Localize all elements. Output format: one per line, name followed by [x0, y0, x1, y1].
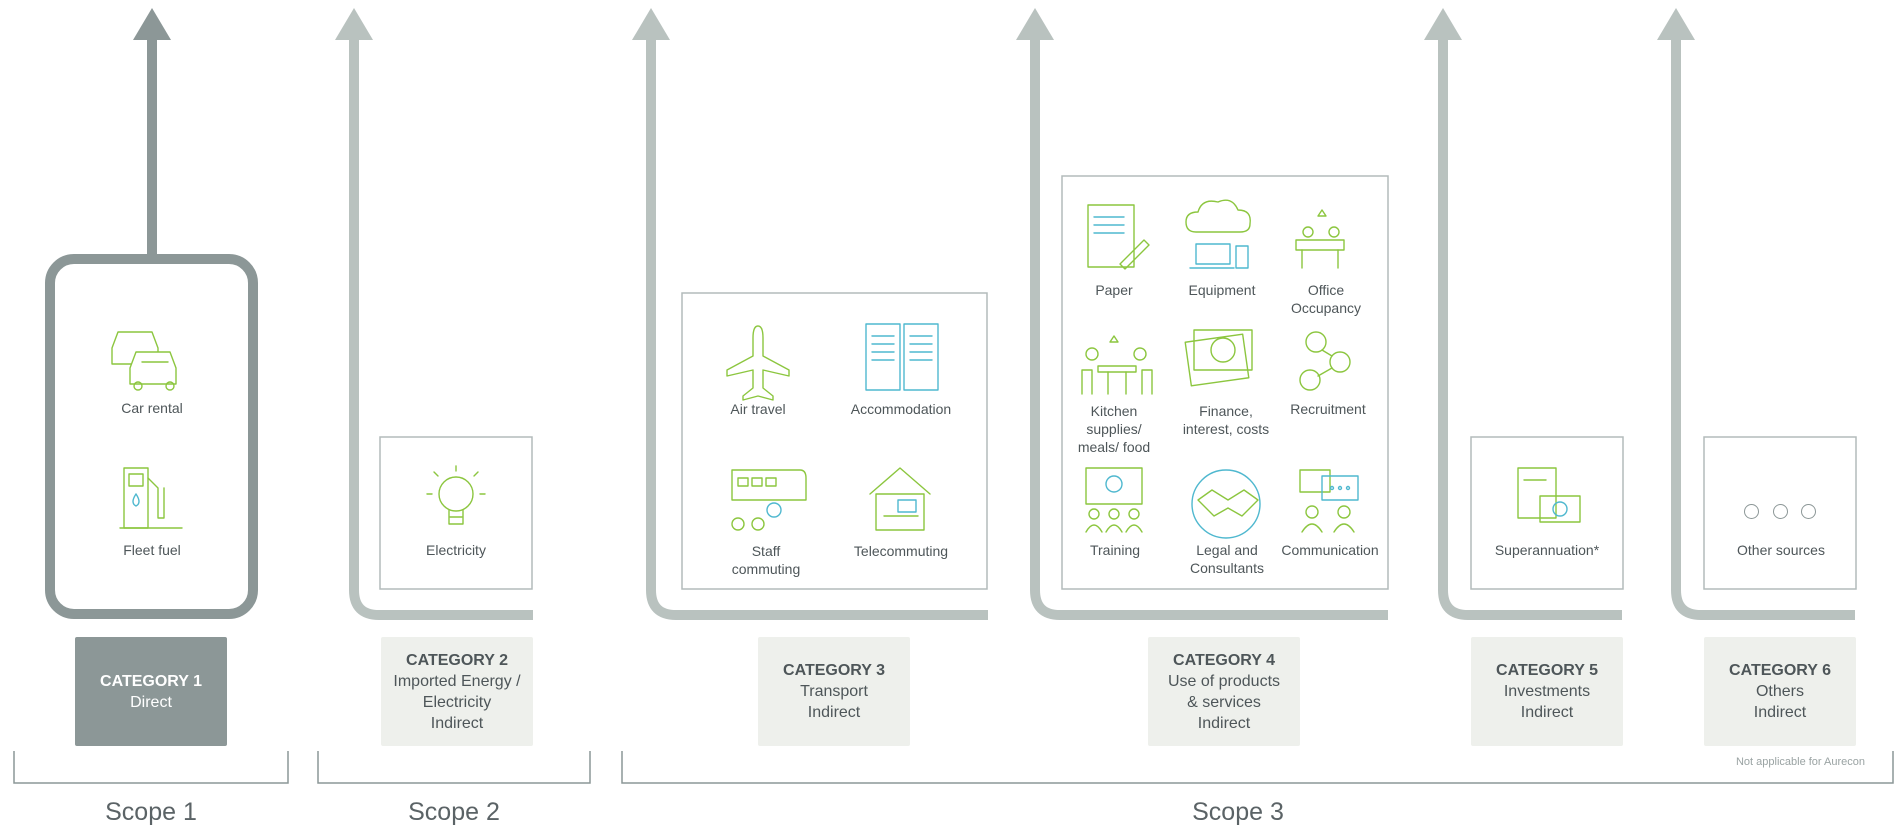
category-3-box — [681, 292, 988, 590]
category-1-title: CATEGORY 1 — [100, 672, 202, 690]
category-3: CATEGORY 3 Transport Indirect — [758, 637, 910, 746]
scope-2-label: Scope 2 — [408, 798, 500, 826]
category-2-line-3: Indirect — [430, 714, 484, 732]
label-kitchen-line1: Kitchen — [1090, 403, 1138, 419]
label-equipment: Equipment — [1188, 282, 1256, 298]
label-finance-line1: Finance, — [1199, 403, 1253, 419]
ellipsis-icon — [1744, 504, 1816, 519]
invoice-money-icon — [1517, 467, 1581, 523]
category-6-arrowhead — [1657, 8, 1695, 40]
category-1-line-1: Direct — [130, 693, 172, 711]
category-4-arrow — [1030, 36, 1388, 620]
label-paper: Paper — [1095, 282, 1133, 298]
category-2-arrow — [349, 36, 533, 620]
category-5-line-2: Indirect — [1520, 704, 1574, 721]
category-4-line-2: & services — [1187, 693, 1261, 711]
category-5-box — [1470, 436, 1624, 590]
airplane-icon — [726, 325, 790, 401]
category-5-title: CATEGORY 5 — [1496, 662, 1598, 679]
category-3-line-1: Transport — [800, 683, 868, 700]
category-5: CATEGORY 5 Investments Indirect — [1471, 637, 1623, 746]
category-1: CATEGORY 1 Direct — [75, 637, 227, 746]
category-4: CATEGORY 4 Use of products & services In… — [1148, 637, 1300, 746]
dot-3 — [1801, 504, 1816, 519]
category-4-line-3: Indirect — [1197, 714, 1251, 732]
label-office-occupancy-line2: Occupancy — [1290, 300, 1362, 316]
office-desks-icon — [1295, 209, 1345, 269]
label-other-sources: Other sources — [1737, 542, 1825, 558]
label-kitchen-line3: meals/ food — [1077, 439, 1151, 455]
category-2-line-2: Electricity — [422, 693, 492, 711]
label-kitchen: Kitchen supplies/ meals/ food — [1066, 402, 1162, 456]
category-2-line-1: Imported Energy / — [393, 672, 521, 690]
label-legal-line1: Legal and — [1196, 542, 1258, 558]
label-legal: Legal and Consultants — [1172, 541, 1282, 577]
scope-1-label: Scope 1 — [105, 798, 197, 826]
category-3-arrow — [646, 36, 988, 620]
label-office-occupancy-line1: Office — [1307, 282, 1345, 298]
lightbulb-icon — [426, 465, 486, 525]
category-5-arrow — [1438, 36, 1622, 620]
category-6-arrow — [1671, 36, 1855, 620]
label-finance-line2: interest, costs — [1182, 421, 1270, 437]
label-staff-commuting: Staff commuting — [706, 542, 826, 578]
home-office-icon — [869, 467, 931, 531]
cloud-devices-icon — [1185, 199, 1251, 269]
label-training: Training — [1089, 542, 1141, 558]
label-communication: Communication — [1281, 542, 1379, 558]
category-6-line-2: Indirect — [1753, 704, 1807, 721]
category-2-arrowhead — [335, 8, 373, 40]
presentation-icon — [1085, 467, 1143, 533]
category-4-arrowhead — [1016, 8, 1054, 40]
document-pencil-icon — [1087, 204, 1150, 270]
label-staff-commuting-line1: Staff — [751, 543, 781, 559]
category-6: CATEGORY 6 Others Indirect — [1704, 637, 1856, 746]
category-5-line-1: Investments — [1503, 683, 1591, 700]
label-air-travel: Air travel — [730, 401, 786, 417]
label-recruitment: Recruitment — [1290, 401, 1366, 417]
fuel-pump-icon — [119, 467, 183, 529]
building-icon — [865, 323, 939, 391]
category-2-title: CATEGORY 2 — [406, 651, 508, 669]
people-network-icon — [1299, 331, 1351, 391]
label-telecommuting: Telecommuting — [853, 543, 949, 559]
bus-bicycle-icon — [731, 469, 807, 531]
car-icon — [111, 331, 177, 391]
category-4-line-1: Use of products — [1167, 672, 1281, 690]
category-4-box — [1061, 175, 1389, 590]
money-icon — [1184, 329, 1253, 387]
scope-brackets — [13, 751, 1894, 784]
label-office-occupancy: Office Occupancy — [1280, 281, 1372, 317]
label-accommodation: Accommodation — [850, 401, 952, 417]
label-superannuation: Superannuation* — [1494, 542, 1600, 558]
dot-2 — [1772, 504, 1788, 519]
label-kitchen-line2: supplies/ — [1086, 421, 1142, 437]
category-5-arrowhead — [1424, 8, 1462, 40]
category-1-arrow — [45, 8, 258, 619]
not-applicable-note: Not applicable for Aurecon — [1735, 756, 1865, 768]
category-6-title: CATEGORY 6 — [1729, 662, 1831, 679]
scope-3-label: Scope 3 — [1192, 798, 1284, 826]
category-3-arrowhead — [632, 8, 670, 40]
label-car-rental: Car rental — [121, 400, 183, 416]
meal-table-icon — [1081, 335, 1153, 395]
handshake-icon — [1191, 469, 1261, 539]
label-staff-commuting-line2: commuting — [731, 561, 801, 577]
label-fleet-fuel: Fleet fuel — [123, 542, 181, 558]
category-2: CATEGORY 2 Imported Energy / Electricity… — [381, 637, 533, 746]
label-finance: Finance, interest, costs — [1166, 402, 1286, 438]
category-4-title: CATEGORY 4 — [1173, 651, 1275, 669]
category-3-line-2: Indirect — [807, 704, 861, 721]
label-legal-line2: Consultants — [1190, 560, 1264, 576]
chat-icon — [1299, 469, 1359, 533]
dot-1 — [1744, 504, 1759, 519]
category-6-line-1: Others — [1755, 683, 1804, 700]
category-2-box — [379, 436, 533, 590]
label-electricity: Electricity — [426, 542, 486, 558]
category-3-title: CATEGORY 3 — [783, 662, 885, 679]
